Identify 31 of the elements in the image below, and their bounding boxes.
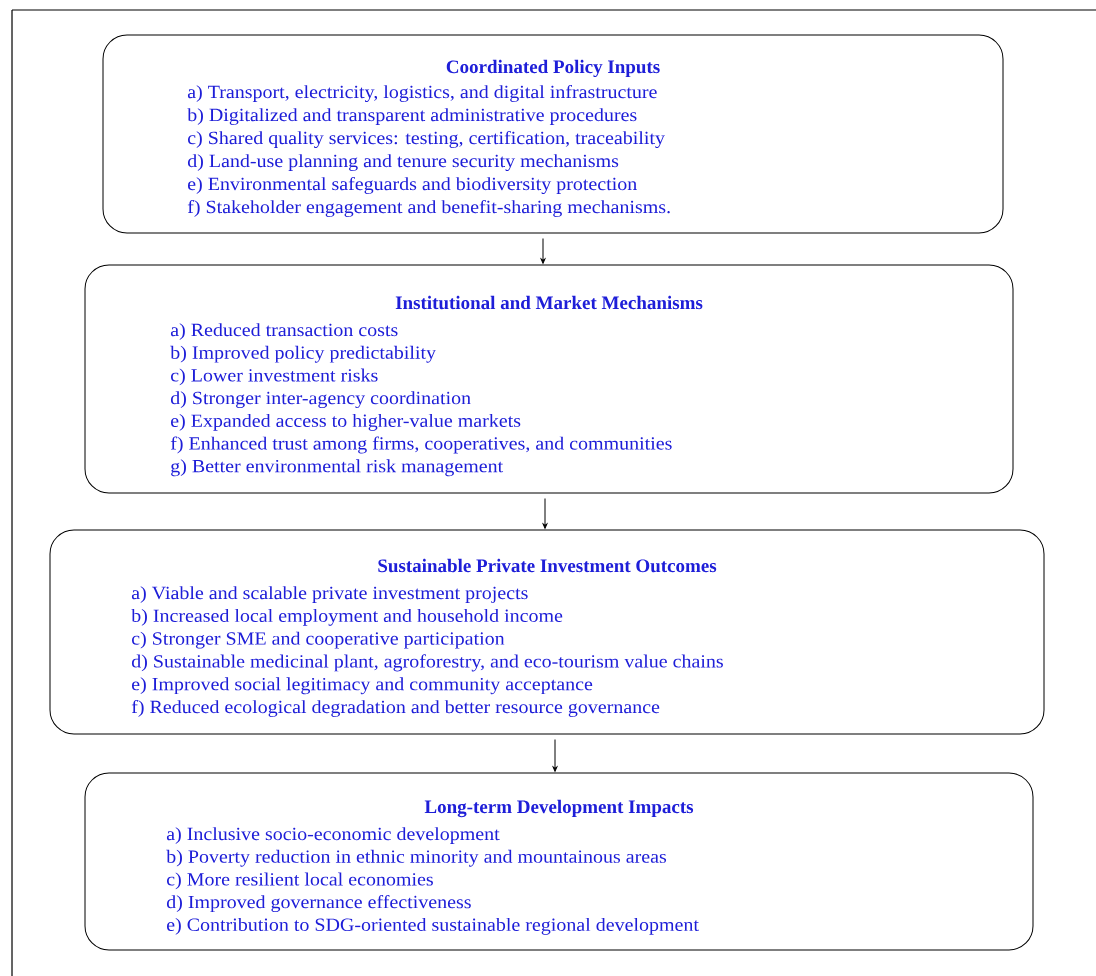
list-item: c) Lower investment risks (171, 368, 378, 386)
list-item: a) Transport, electricity, logistics, and digital infrastructure (187, 84, 657, 102)
list-item: d) Sustainable medicinal plant, agroforestry, and eco-tourism value chains (131, 654, 723, 672)
list-item: g) Better environmental risk management (171, 459, 504, 477)
list-item: b) Digitalized and transparent administrative procedures (187, 108, 637, 125)
list-item: a) Viable and scalable private investment projects (131, 586, 528, 603)
list-item: b) Poverty reduction in ethnic minority and mountainous areas (166, 849, 667, 867)
list-item: a) Reduced transaction costs (170, 323, 398, 340)
list-item: f) Reduced ecological degradation and better resource governance (131, 699, 660, 717)
list-item: e) Contribution to SDG-oriented sustainable regional development (167, 917, 699, 935)
list-item: a) Inclusive socio-economic development (166, 827, 500, 844)
list-item: d) Stronger inter-agency coordination (170, 391, 471, 409)
list-item: d) Land-use planning and tenure security mechanisms (187, 154, 619, 171)
list-item: b) Increased local employment and household income (131, 608, 563, 626)
box-heading: Coordinated Policy Inputs (446, 59, 660, 78)
arrow (540, 238, 546, 264)
list-item: e) Expanded access to higher-value markets (171, 413, 521, 431)
list-item: f) Enhanced trust among firms, cooperatives, and communities (170, 436, 672, 454)
list-item: d) Improved governance effectiveness (166, 895, 471, 913)
list-item: b) Improved policy predictability (170, 345, 436, 363)
arrow (552, 739, 558, 772)
list-item: f) Stakeholder engagement and benefit-sharing mechanisms. (187, 199, 670, 217)
box-heading: Sustainable Private Investment Outcomes (378, 558, 717, 573)
list-item: e) Improved social legitimacy and community acceptance (132, 677, 593, 695)
list-item: e) Environmental safeguards and biodiversity protection (188, 176, 637, 194)
list-item: c) Stronger SME and cooperative participation (132, 631, 505, 649)
box-heading: Institutional and Market Mechanisms (395, 295, 703, 310)
box-heading: Long-term Development Impacts (424, 799, 694, 818)
list-item: c) Shared quality services: testing, certification, traceability (188, 130, 665, 148)
list-item: c) More resilient local economies (167, 872, 433, 890)
arrow (542, 498, 548, 529)
